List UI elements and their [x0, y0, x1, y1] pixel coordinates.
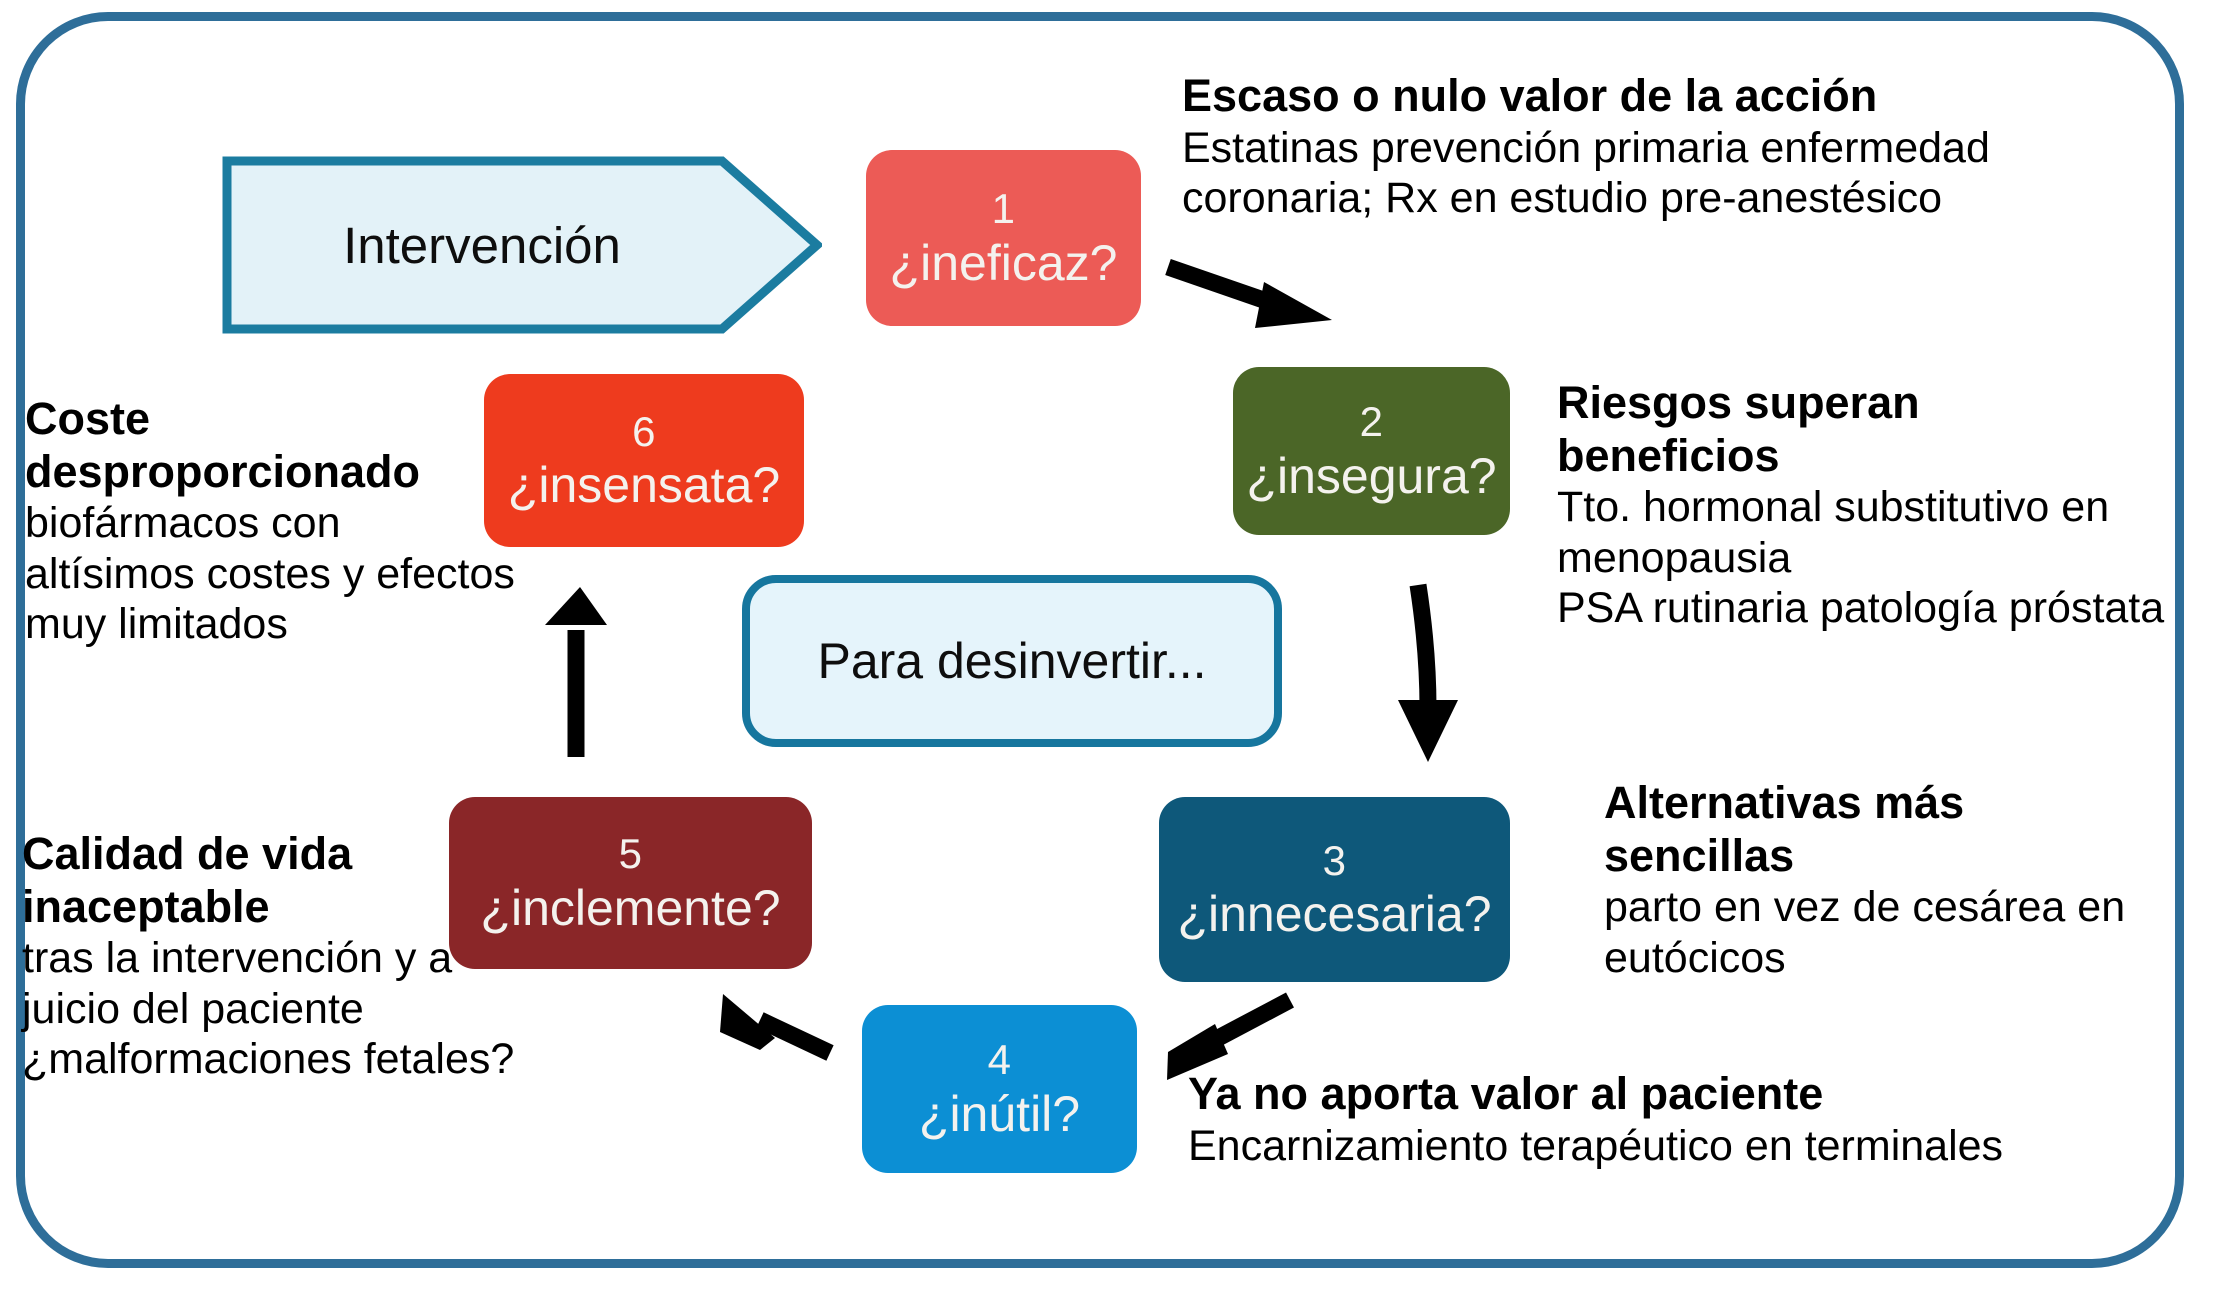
note-riesgos-superan-beneficios: Riesgos superan beneficios Tto. hormonal… [1557, 377, 2197, 633]
note6-heading-line1: Coste [25, 393, 151, 444]
step-label-3: ¿innecesaria? [1177, 886, 1492, 943]
note5-line1: tras la intervención y a [22, 934, 453, 983]
note5-heading-line1: Calidad de vida [22, 828, 353, 879]
step-box-6-insensata[interactable]: 6 ¿insensata? [484, 374, 804, 547]
intervencion-label: Intervención [343, 216, 621, 274]
note1-heading: Escaso o nulo valor de la acción [1182, 70, 1878, 121]
arrow-1-to-2-icon [1165, 258, 1332, 328]
note2-heading-line2: beneficios [1557, 429, 1780, 481]
note5-line2: juicio del paciente [22, 984, 364, 1033]
chevron-shape-icon [222, 156, 824, 334]
step-label-6: ¿insensata? [507, 457, 781, 514]
note5-heading-line2: inaceptable [22, 880, 270, 932]
note3-heading-line2: sencillas [1604, 829, 1795, 881]
arrow-2-to-3-icon [1398, 583, 1458, 762]
step-number-1: 1 [991, 185, 1016, 233]
note-calidad-de-vida: Calidad de vida inaceptable tras la inte… [22, 828, 542, 1084]
note4-line1: Encarnizamiento terapéutico en terminale… [1188, 1121, 2004, 1170]
step-label-2: ¿insegura? [1246, 447, 1497, 504]
note3-line1: parto en vez de cesárea en [1604, 883, 2126, 932]
note2-line1: Tto. hormonal substitutivo en [1557, 483, 2110, 532]
note4-heading: Ya no aporta valor al paciente [1188, 1068, 1824, 1119]
step-box-3-innecesaria[interactable]: 3 ¿innecesaria? [1159, 797, 1510, 982]
note2-line3: PSA rutinaria patología próstata [1557, 583, 2165, 632]
note-alternativas-sencillas: Alternativas más sencillas parto en vez … [1604, 777, 2194, 983]
note1-line2: coronaria; Rx en estudio pre-anestésico [1182, 173, 1943, 222]
step-box-5-inclemente[interactable]: 5 ¿inclemente? [449, 797, 812, 969]
step-box-2-insegura[interactable]: 2 ¿insegura? [1233, 367, 1510, 535]
note6-line3: muy limitados [25, 599, 288, 648]
step-box-4-inutil[interactable]: 4 ¿inútil? [862, 1005, 1137, 1173]
step-number-5: 5 [618, 830, 643, 878]
arrow-4-to-5-icon [720, 994, 834, 1061]
arrow-5-to-6-icon [545, 587, 607, 757]
para-desinvertir-label: Para desinvertir... [817, 633, 1207, 689]
step-number-2: 2 [1359, 398, 1384, 446]
note6-heading-line2: desproporcionado [25, 445, 421, 497]
note1-line1: Estatinas prevención primaria enfermedad [1182, 123, 1990, 172]
note-ya-no-aporta-valor: Ya no aporta valor al paciente Encarniza… [1188, 1068, 2128, 1171]
note-coste-desproporcionado: Coste desproporcionado biofármacos con a… [25, 393, 545, 649]
step-label-1: ¿ineficaz? [889, 234, 1118, 291]
step-box-1-ineficaz[interactable]: 1 ¿ineficaz? [866, 150, 1141, 326]
note6-line1: biofármacos con [25, 499, 341, 548]
note6-line2: altísimos costes y efectos [25, 549, 515, 598]
intervencion-chevron: Intervención [222, 156, 824, 334]
note3-heading-line1: Alternativas más [1604, 777, 1965, 828]
step-number-3: 3 [1322, 836, 1347, 884]
step-number-6: 6 [632, 407, 656, 455]
note5-line3: ¿malformaciones fetales? [22, 1034, 515, 1083]
note2-heading-line1: Riesgos superan [1557, 377, 1920, 428]
note2-line2: menopausia [1557, 533, 1792, 582]
note-escaso-valor: Escaso o nulo valor de la acción Estatin… [1182, 70, 2022, 223]
note3-line2: eutócicos [1604, 933, 1786, 982]
para-desinvertir-box[interactable]: Para desinvertir... [742, 575, 1282, 747]
step-number-4: 4 [987, 1036, 1012, 1084]
step-label-4: ¿inútil? [918, 1085, 1081, 1142]
step-label-5: ¿inclemente? [480, 879, 781, 936]
